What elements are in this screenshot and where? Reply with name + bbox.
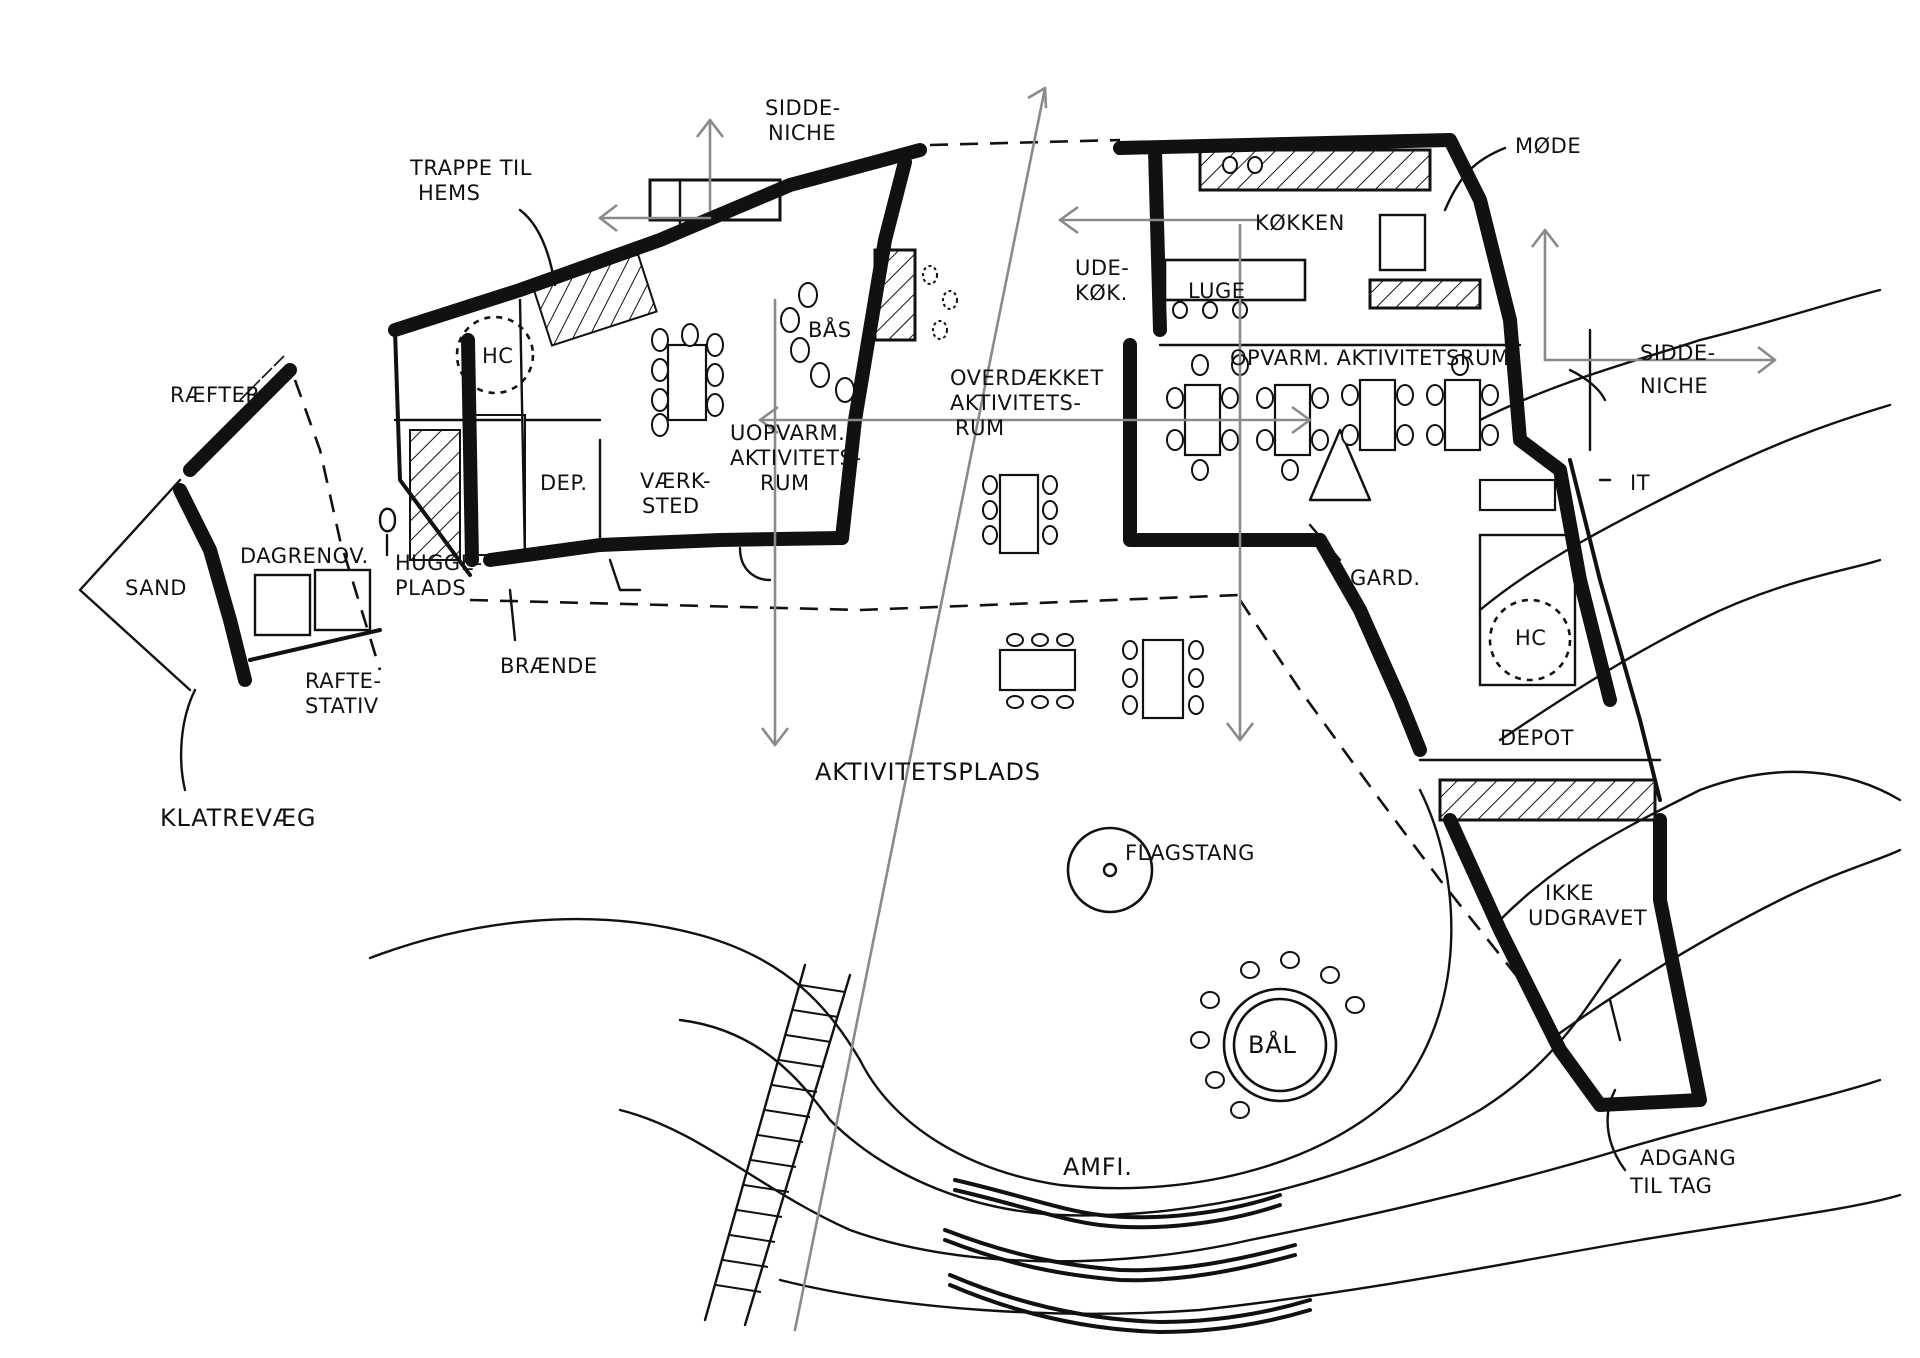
label-udekok-2: KØK. [1075, 281, 1128, 305]
label-mode: MØDE [1515, 134, 1581, 158]
label-vaerksted: VÆRK- [640, 469, 711, 493]
label-sidde-niche-top-2: NICHE [768, 121, 836, 145]
label-udekok: UDE- [1075, 256, 1129, 280]
label-hugge: HUGGE- [395, 551, 483, 575]
label-baal: BÅL [1248, 1030, 1297, 1059]
label-opvarm-left: UOPVARM. [730, 421, 845, 445]
label-flagstang: FLAGSTANG [1125, 841, 1255, 865]
label-raefter: RÆFTER [170, 383, 260, 407]
label-hc-right: HC [1515, 626, 1546, 650]
label-trappe-2: HEMS [418, 181, 481, 205]
label-overdaekket: OVERDÆKKET [950, 366, 1104, 390]
label-depot: DEPOT [1500, 726, 1574, 750]
label-rafte-2: STATIV [305, 694, 379, 718]
label-sand: SAND [125, 576, 187, 600]
leader-lines [179, 146, 1627, 1172]
label-sidde-niche-right-2: NICHE [1640, 374, 1708, 398]
site-stair [703, 963, 852, 1327]
right-building [1113, 133, 1707, 1112]
label-ikke: IKKE [1545, 881, 1594, 905]
covered-area-furniture [982, 473, 1204, 720]
label-bos: BÅS [808, 316, 852, 342]
label-klatrevaeg: KLATREVÆG [160, 804, 316, 832]
label-luge: LUGE [1188, 279, 1246, 303]
label-gard: GARD. [1350, 566, 1421, 590]
labels: SIDDE- NICHE TRAPPE TIL HEMS RÆFTER SAND… [125, 96, 1736, 1198]
label-braende: BRÆNDE [500, 654, 598, 678]
label-hc-left: HC [482, 344, 513, 368]
label-adgang-2: TIL TAG [1629, 1174, 1712, 1198]
label-sidde-niche-top: SIDDE- [765, 96, 841, 120]
axis-arrows [598, 86, 1777, 1332]
terrain-contours [368, 288, 1902, 1315]
right-furniture [1166, 156, 1499, 481]
label-opvarm-left-2: AKTIVITETS- [730, 446, 861, 470]
label-adgang: ADGANG [1640, 1146, 1736, 1170]
dashed-outlines [469, 138, 1562, 1041]
label-opvarm-left-3: RUM [760, 471, 810, 495]
amfi-benches [943, 1178, 1312, 1334]
label-aktivitetsplads: AKTIVITETSPLADS [815, 758, 1041, 786]
label-hugge-2: PLADS [395, 576, 466, 600]
outbuilding-left [78, 355, 382, 692]
label-rafte: RAFTE- [305, 669, 382, 693]
left-building [388, 143, 927, 592]
site-features [378, 507, 1365, 1119]
label-opvarm-right: OPVARM. AKTIVITETSRUM [1230, 346, 1510, 370]
label-vaerksted-2: STED [642, 494, 700, 518]
label-ikke-2: UDGRAVET [1528, 906, 1647, 930]
label-dagrenov: DAGRENOV. [240, 544, 369, 568]
label-amfi: AMFI. [1063, 1153, 1133, 1181]
label-sidde-niche-right: SIDDE- [1640, 341, 1716, 365]
label-koekken: KØKKEN [1255, 211, 1345, 235]
label-overdaekket-2: AKTIVITETS- [950, 391, 1081, 415]
label-overdaekket-3: RUM [955, 416, 1005, 440]
label-it: IT [1630, 471, 1650, 495]
left-furniture [651, 265, 958, 437]
label-dep: DEP. [540, 471, 588, 495]
label-trappe: TRAPPE TIL [409, 156, 532, 180]
